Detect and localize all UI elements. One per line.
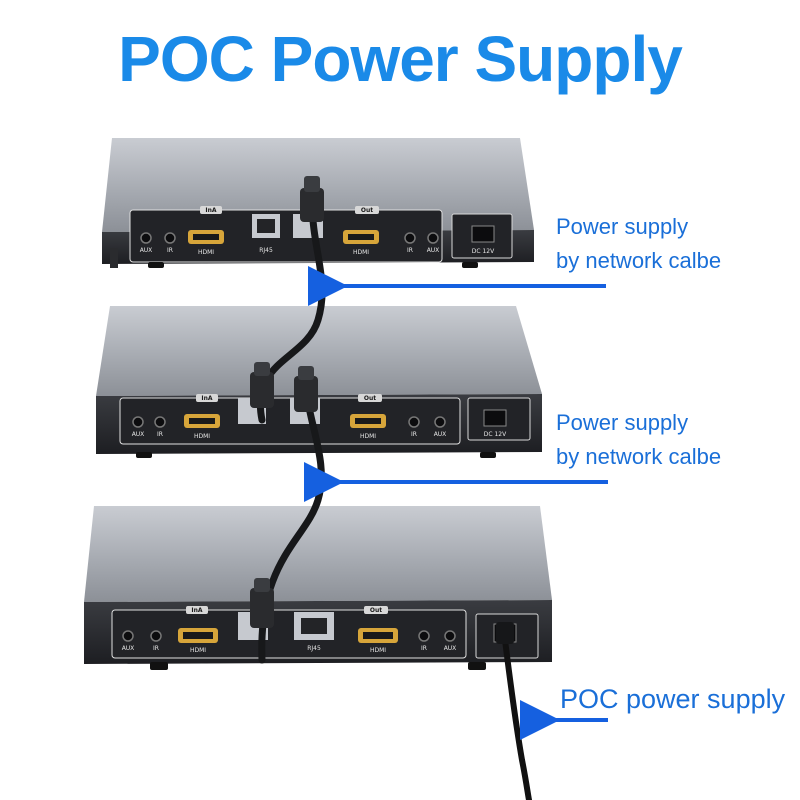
annotation-upper-line2: by network calbe	[556, 248, 722, 273]
hdmi-label-3: HDMI	[190, 647, 206, 654]
annotation-middle: Power supply by network calbe	[556, 406, 721, 474]
ir-label-2: IR	[157, 431, 163, 438]
rj45-label: RJ45	[259, 247, 273, 254]
annotation-upper-line1: Power supply	[556, 214, 689, 239]
page-title: POC Power Supply	[118, 23, 683, 95]
ir-out-label-2: IR	[411, 431, 417, 438]
out-tab-label: Out	[361, 207, 373, 214]
out-tab-label-3: Out	[370, 607, 382, 614]
hdmi-out-label: HDMI	[353, 249, 369, 256]
in-tab-label: InA	[205, 207, 217, 214]
annotation-bottom: POC power supply	[560, 684, 786, 714]
aux-out-label: AUX	[427, 247, 440, 254]
ir-label-3: IR	[153, 645, 159, 652]
ir-out-label: IR	[407, 247, 413, 254]
dc-plug-icon	[496, 622, 514, 644]
rj45-label-3: RJ45	[307, 645, 321, 652]
in-tab-label-3: InA	[191, 607, 203, 614]
annotation-middle-line2: by network calbe	[556, 444, 722, 469]
ir-label: IR	[167, 247, 173, 254]
rj45-plug-icon	[300, 188, 324, 222]
aux-label-3: AUX	[122, 645, 135, 652]
ir-jack-icon	[164, 232, 176, 244]
hdmi-out-label-2: HDMI	[360, 433, 376, 440]
aux-out-label-3: AUX	[444, 645, 457, 652]
network-cable-1	[250, 176, 326, 424]
annotation-upper: Power supply by network calbe	[556, 210, 721, 278]
extender-device-2: InA Out AUX IR HDMI HDMI IR AUX DC 12V	[96, 306, 542, 458]
dc-jack-icon	[471, 225, 495, 243]
out-tab-label-2: Out	[364, 395, 376, 402]
aux-label-2: AUX	[132, 431, 145, 438]
power-cable	[496, 622, 532, 800]
hdmi-label-2: HDMI	[194, 433, 210, 440]
aux-jack-icon	[140, 232, 152, 244]
annotation-middle-line1: Power supply	[556, 410, 689, 435]
hdmi-label: HDMI	[198, 249, 214, 256]
in-tab-label-2: InA	[201, 395, 213, 402]
aux-label: AUX	[140, 247, 153, 254]
hdmi-out-label-3: HDMI	[370, 647, 386, 654]
aux-out-label-2: AUX	[434, 431, 447, 438]
ir-out-label-3: IR	[421, 645, 427, 652]
dc-label-2: DC 12V	[484, 431, 507, 438]
extender-device-3: InA Out AUX IR HDMI RJ45 HDMI IR AUX	[84, 506, 552, 670]
dc-label: DC 12V	[472, 248, 495, 255]
